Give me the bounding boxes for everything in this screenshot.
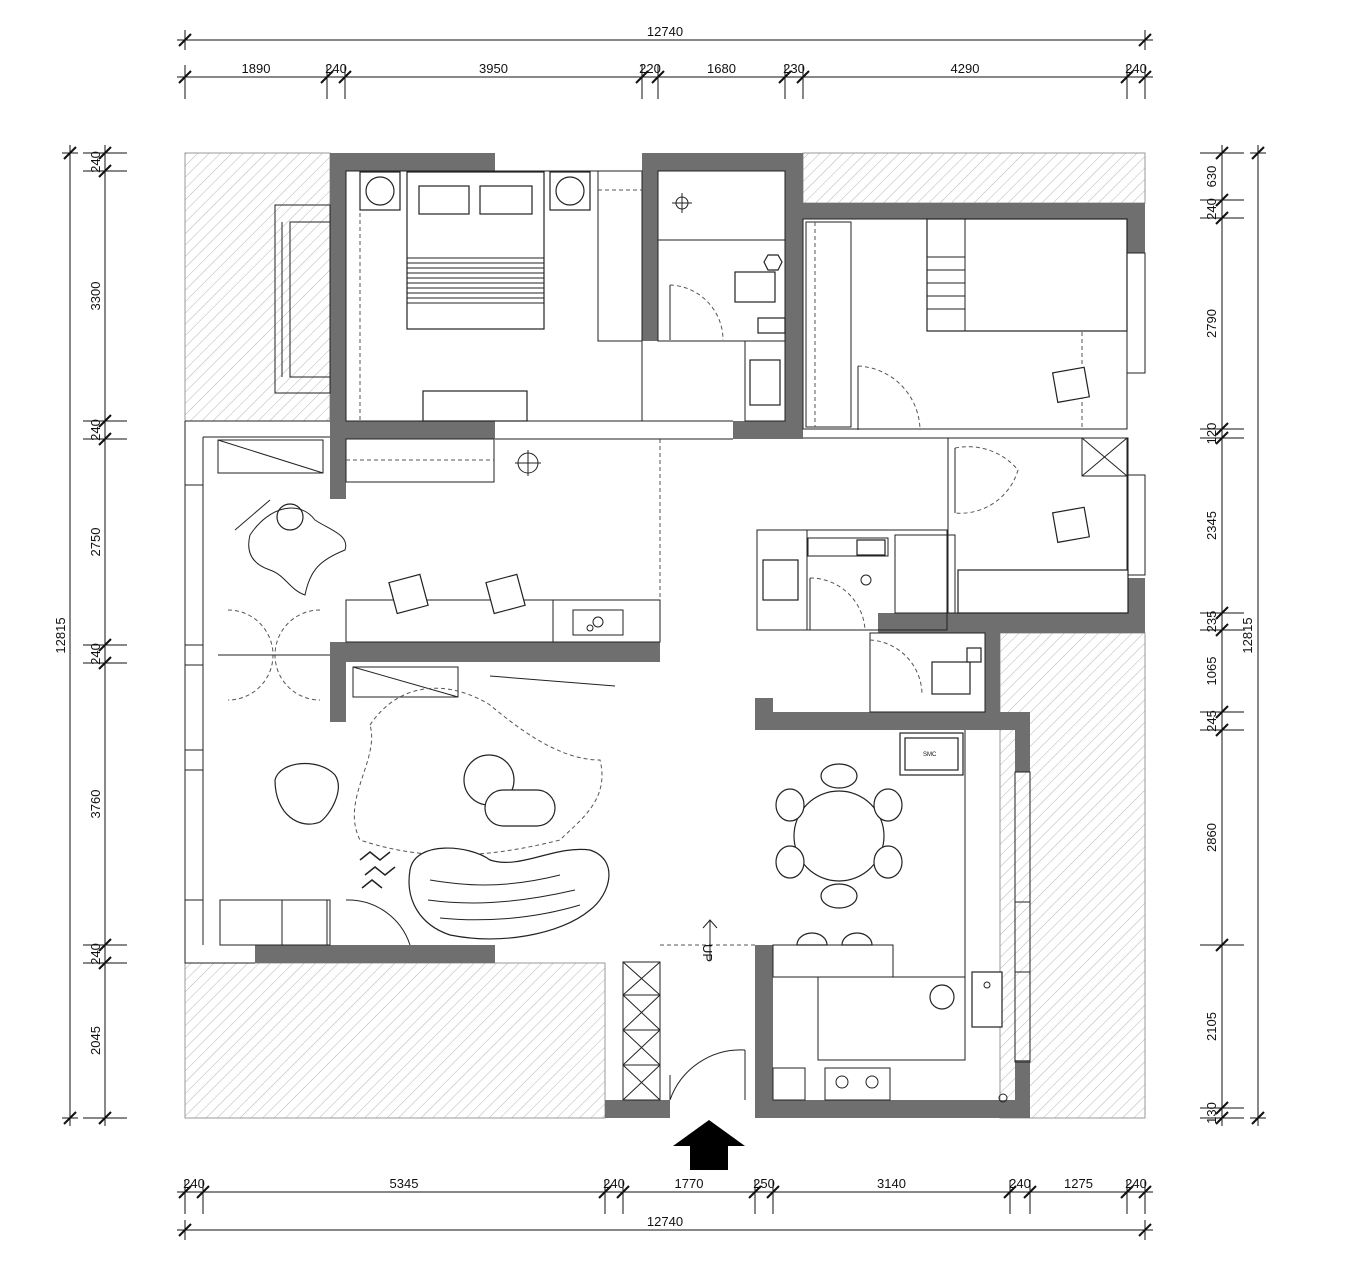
dimension-tick	[635, 70, 649, 84]
dimension-tick	[766, 1185, 780, 1199]
dimension-label: 240	[1125, 61, 1147, 76]
dimension-tick	[1215, 606, 1229, 620]
total-dimension-label: 12740	[647, 24, 683, 39]
dimension-tick	[1215, 1101, 1229, 1115]
dimension-label: 245	[1204, 710, 1219, 732]
armchair	[274, 763, 339, 825]
single-bed	[926, 218, 1128, 332]
dimension-tick	[598, 1185, 612, 1199]
dimension-label: 240	[1125, 1176, 1147, 1191]
dimension-tick	[98, 432, 112, 446]
dimension-label: 240	[603, 1176, 625, 1191]
dimension-label: 5345	[390, 1176, 419, 1191]
bottom-dimensions: 240 5345 240 1770 250 3140 240 1275 240 12740	[177, 1176, 1153, 1240]
left-dimensions: 240 3300 240 2750 240 3760 240 2045 12815	[53, 145, 127, 1126]
dimension-label: 240	[1009, 1176, 1031, 1191]
dimension-label: 2860	[1204, 823, 1219, 852]
dimension-label: 230	[783, 61, 805, 76]
dimension-tick	[98, 956, 112, 970]
dimension-label: 240	[88, 419, 103, 441]
dimension-tick	[1215, 723, 1229, 737]
dimension-label: 235	[1204, 611, 1219, 633]
dimension-tick	[1215, 422, 1229, 436]
dimension-tick	[98, 938, 112, 952]
dimension-tick	[1120, 70, 1134, 84]
stair-up-label: UP	[700, 944, 715, 962]
dimension-tick	[1215, 938, 1229, 952]
dimension-label: 240	[88, 151, 103, 173]
dimension-label: 1890	[242, 61, 271, 76]
dimension-label: 1770	[675, 1176, 704, 1191]
right-dimensions: 630 240 2790 120 2345 235 1065 245 2860 2105 130 12…	[1200, 145, 1266, 1126]
dimension-label: 3760	[88, 790, 103, 819]
dimension-label: 240	[88, 943, 103, 965]
dimension-label: 1275	[1064, 1176, 1093, 1191]
dimension-tick	[1003, 1185, 1017, 1199]
dimension-tick	[178, 70, 192, 84]
dimension-tick	[98, 414, 112, 428]
interior-outlines	[184, 170, 1146, 1101]
dimension-tick	[1023, 1185, 1037, 1199]
dimension-label: 240	[1204, 198, 1219, 220]
top-dimensions: 1890 240 3950 220 1680 230 4290 240 12740	[177, 24, 1153, 99]
dimension-tick	[338, 70, 352, 84]
dimension-label: 4290	[951, 61, 980, 76]
dimension-tick	[98, 146, 112, 160]
dimension-tick	[98, 164, 112, 178]
walls	[255, 153, 1145, 1118]
dimension-tick	[1215, 146, 1229, 160]
dimension-tick	[1215, 193, 1229, 207]
dimension-tick	[796, 70, 810, 84]
dimension-tick	[748, 1185, 762, 1199]
stair-up-marker: UP	[700, 919, 718, 962]
doors	[218, 284, 1019, 701]
dimension-tick	[1215, 705, 1229, 719]
dimension-label: 3950	[479, 61, 508, 76]
dimension-tick	[616, 1185, 630, 1199]
total-dimension-label: 12815	[1240, 617, 1255, 653]
dimension-tick	[98, 656, 112, 670]
dimension-label: 2105	[1204, 1012, 1219, 1041]
furniture	[234, 171, 1129, 1103]
sofa	[408, 847, 610, 940]
dimension-tick	[1215, 1111, 1229, 1125]
dimension-tick	[320, 70, 334, 84]
dimension-label: 3300	[88, 282, 103, 311]
dimension-tick	[178, 1185, 192, 1199]
dimension-tick	[98, 638, 112, 652]
dimension-tick	[1215, 431, 1229, 445]
dimension-tick	[651, 70, 665, 84]
dimension-tick	[1120, 1185, 1134, 1199]
dimension-label: 220	[639, 61, 661, 76]
dimension-label: 2345	[1204, 511, 1219, 540]
dimension-label: 3140	[877, 1176, 906, 1191]
total-dimension-label: 12815	[53, 617, 68, 653]
dimension-label: 2045	[88, 1026, 103, 1055]
dimension-tick	[1215, 623, 1229, 637]
dimension-label: 1680	[707, 61, 736, 76]
tv-label: SMC	[923, 752, 937, 758]
dimension-label: 240	[325, 61, 347, 76]
total-dimension-label: 12740	[647, 1214, 683, 1229]
dimension-label: 130	[1204, 1102, 1219, 1124]
dimension-label: 2750	[88, 528, 103, 557]
dining-table	[793, 790, 885, 882]
dimension-tick	[1138, 1185, 1152, 1199]
dimension-label: 2790	[1204, 309, 1219, 338]
dimension-tick	[98, 1111, 112, 1125]
dimension-label: 1065	[1204, 657, 1219, 686]
dimension-tick	[1215, 211, 1229, 225]
entrance-arrow-icon	[673, 1120, 745, 1170]
dimension-label: 240	[88, 643, 103, 665]
dimension-label: 240	[183, 1176, 205, 1191]
dimension-tick	[778, 70, 792, 84]
dimension-tick	[196, 1185, 210, 1199]
dimension-label: 630	[1204, 166, 1219, 188]
dimension-label: 250	[753, 1176, 775, 1191]
dimension-tick	[1138, 70, 1152, 84]
dimension-label: 120	[1204, 423, 1219, 445]
